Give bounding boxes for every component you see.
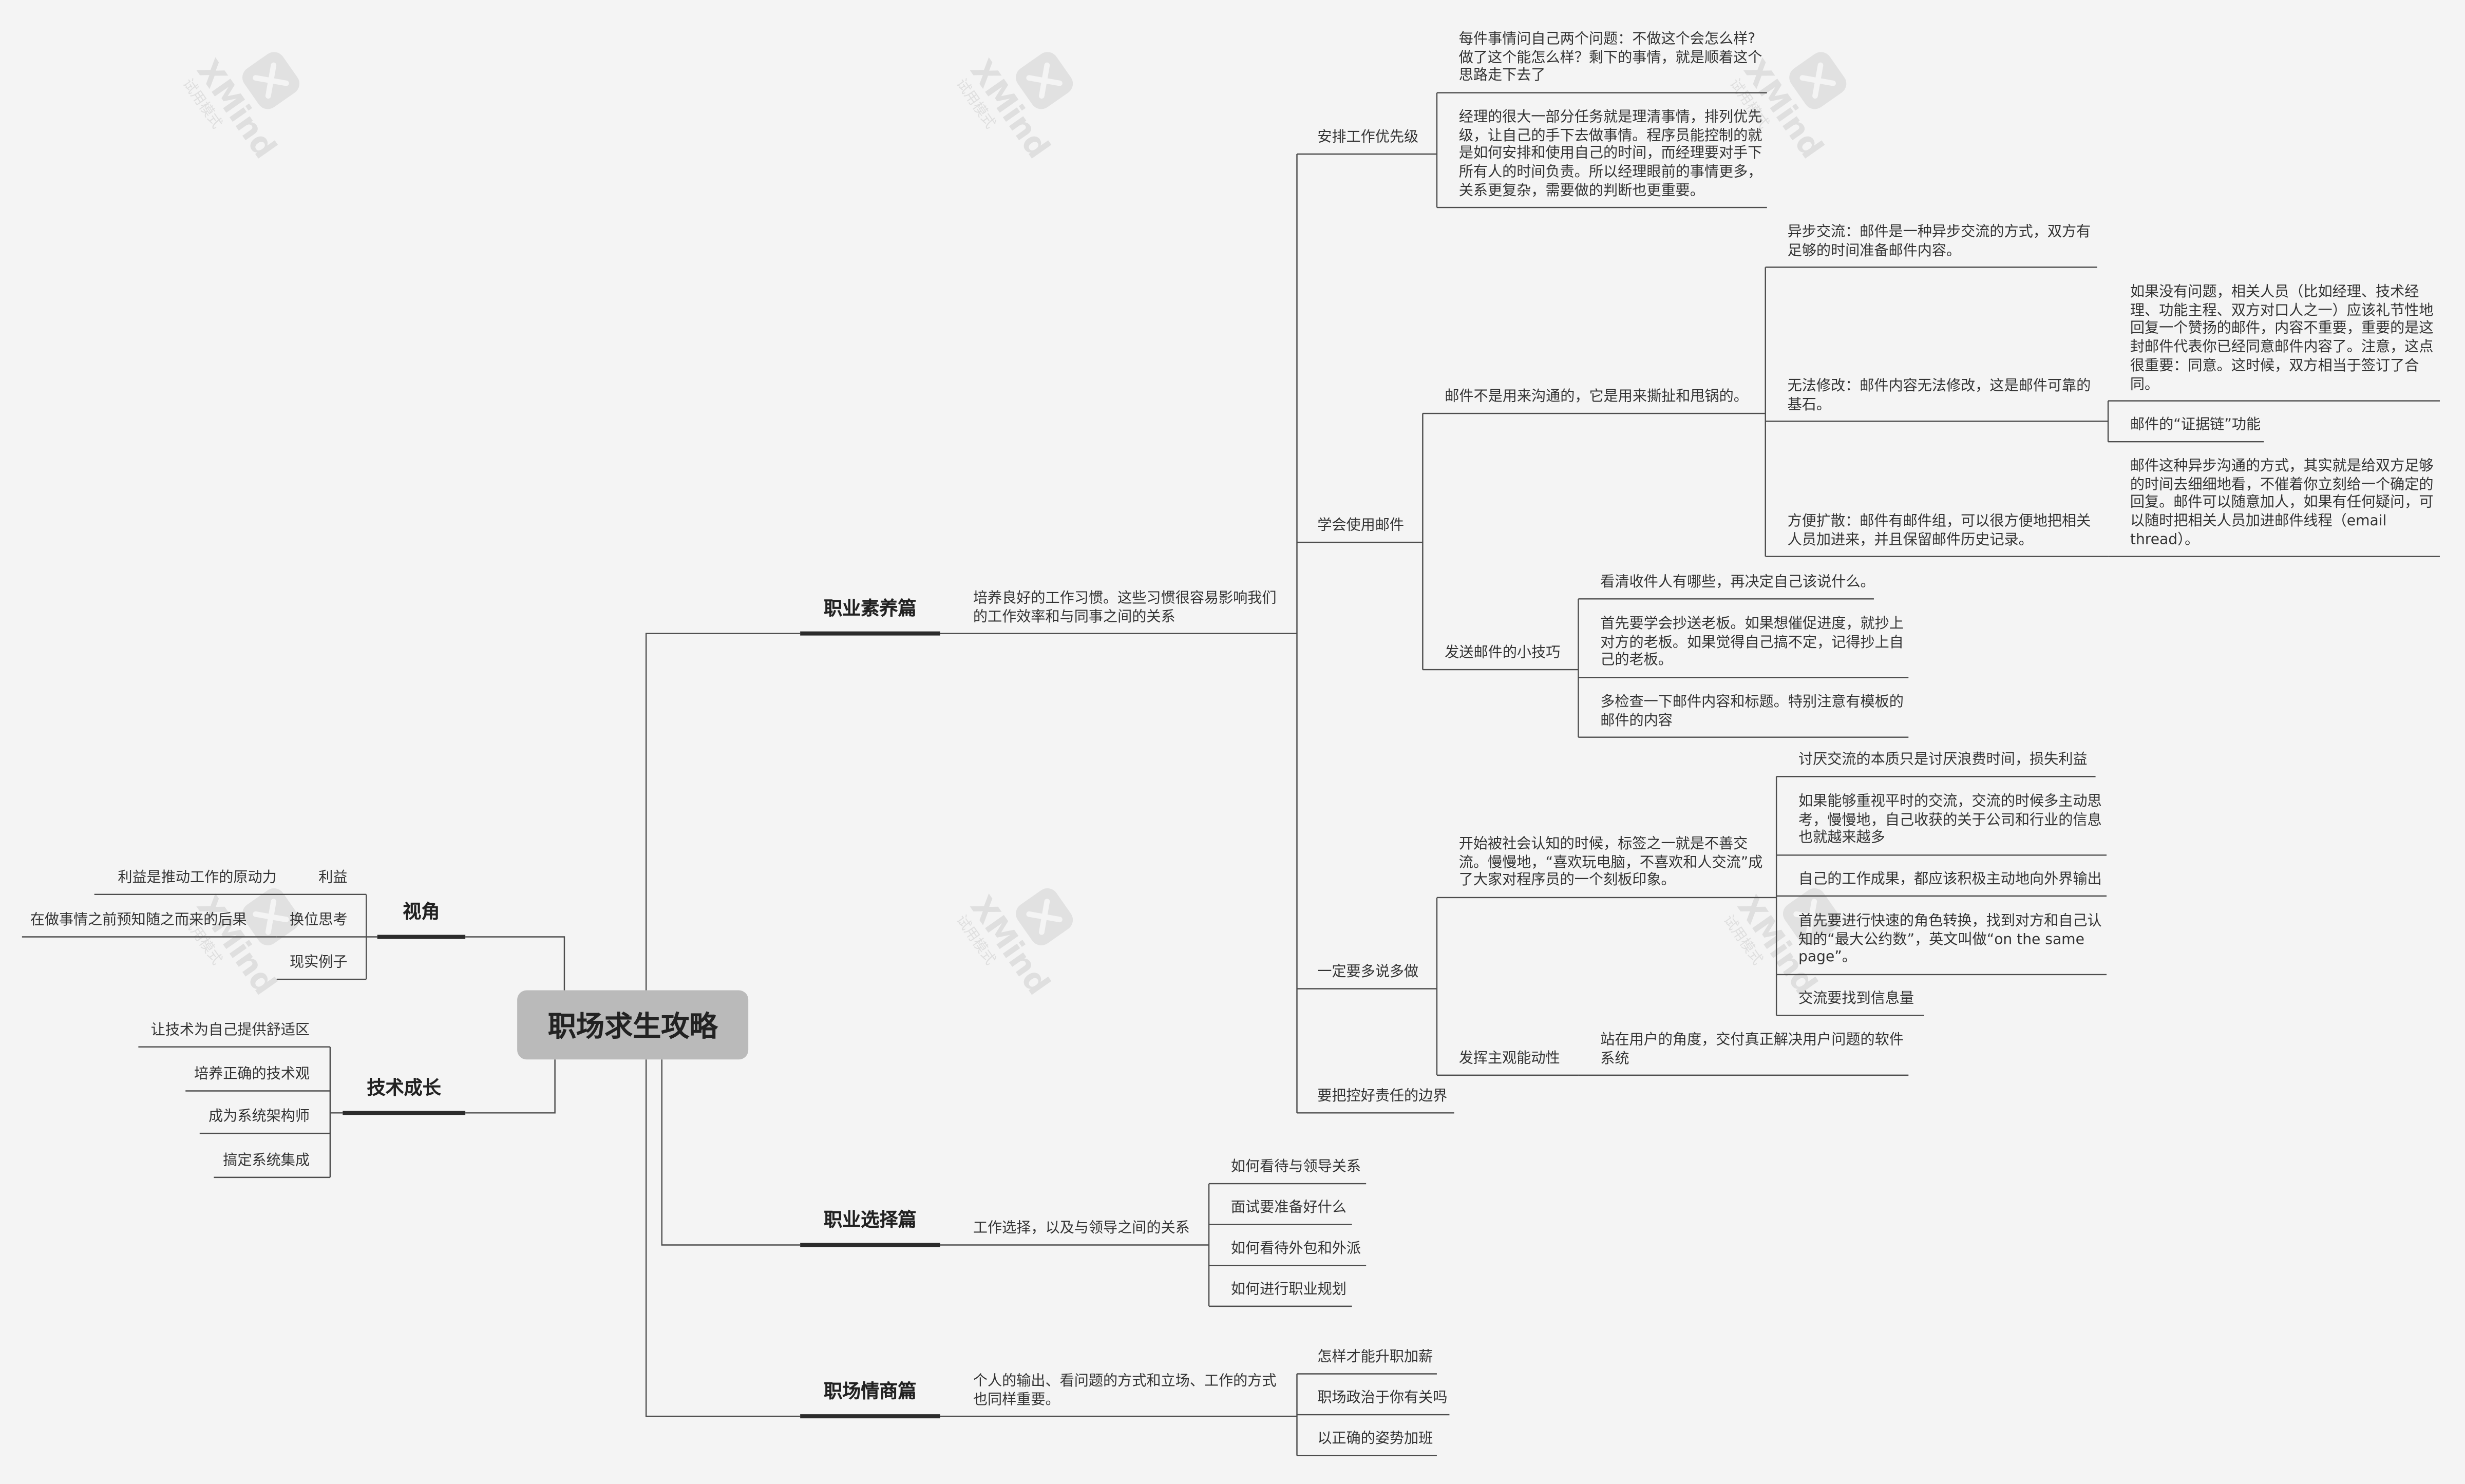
topic-workplace-eq: 职场情商篇: [824, 1380, 917, 1402]
subtopic-priority: 安排工作优先级: [1317, 129, 1419, 146]
connector: [465, 1059, 556, 1114]
stereotype-item: 首先要进行快速的角色转换，找到对方和自己认 知的“最大公约数”，英文叫做“on …: [1798, 912, 2102, 967]
email-immutable-evidence: 邮件的“证据链”功能: [2130, 416, 2261, 434]
email-spread: 方便扩散：邮件有邮件组，可以很方便地把相关 人员加进来，并且保留邮件历史记录。: [1787, 512, 2091, 549]
tech-growth-item: 让技术为自己提供舒适区: [150, 1021, 310, 1039]
email-immutable-agreement: 如果没有问题，相关人员（比如经理、技术经 理、功能主程、双方对口人之一）应该礼节…: [2130, 283, 2434, 393]
email-tip-item: 看清收件人有哪些，再决定自己该说什么。: [1600, 574, 1875, 592]
perspective-item: 换位思考: [290, 911, 348, 929]
career-quality-summary: 培养良好的工作习惯。这些习惯很容易影响我们 的工作效率和与同事之间的关系: [973, 589, 1277, 626]
perspective-item-detail: 在做事情之前预知随之而来的后果: [30, 911, 247, 929]
perspective-item: 利益: [318, 869, 348, 887]
tech-growth-item: 成为系统架构师: [208, 1108, 310, 1126]
root-topic-title: 职场求生攻略: [547, 1011, 718, 1044]
perspective-item-detail: 利益是推动工作的原动力: [118, 869, 277, 887]
communicate-stereotype: 开始被社会认知的时候，标签之一就是不善交 流。慢慢地，“喜欢玩电脑，不喜欢和人交…: [1458, 835, 1763, 890]
workplace-eq-item: 以正确的姿势加班: [1317, 1430, 1433, 1448]
stereotype-item: 交流要找到信息量: [1798, 990, 1914, 1008]
topic-perspective: 视角: [403, 901, 440, 923]
career-choice-item: 如何看待外包和外派: [1230, 1240, 1361, 1258]
email-spread-detail: 邮件这种异步沟通的方式，其实就是给双方足够 的时间去细细地看，不催着你立刻给一个…: [2130, 458, 2434, 549]
workplace-eq-summary: 个人的输出、看问题的方式和立场、工作的方式 也同样重要。: [973, 1373, 1277, 1409]
xmind-logo-icon: [238, 47, 304, 113]
initiative-detail: 站在用户的角度，交付真正解决用户问题的软件 系统: [1600, 1032, 1904, 1068]
subtopic-email: 学会使用邮件: [1317, 517, 1405, 535]
career-choice-summary: 工作选择，以及与领导之间的关系: [973, 1220, 1190, 1238]
topic-tech-growth: 技术成长: [367, 1076, 441, 1099]
email-async: 异步交流：邮件是一种异步交流的方式，双方有 足够的时间准备邮件内容。: [1787, 223, 2091, 260]
email-tip-item: 首先要学会抄送老板。如果想催促进度，就抄上 对方的老板。如果觉得自己搞不定，记得…: [1600, 615, 1904, 670]
connector: [645, 633, 801, 991]
connector: [465, 936, 565, 991]
workplace-eq-item: 职场政治于你有关吗: [1317, 1390, 1448, 1407]
stereotype-item: 自己的工作成果，都应该积极主动地向外界输出: [1798, 870, 2102, 888]
priority-note: 每件事情问自己两个问题：不做这个会怎么样? 做了这个能怎么样？剩下的事情，就是顺…: [1458, 30, 1762, 85]
email-tip-item: 多检查一下邮件内容和标题。特别注意有模板的 邮件的内容: [1600, 693, 1904, 730]
tech-growth-item: 搞定系统集成: [223, 1152, 310, 1170]
email-immutable: 无法修改：邮件内容无法修改，这是邮件可靠的 基石。: [1787, 377, 2091, 414]
connector: [645, 1059, 801, 1417]
topic-career-choice: 职业选择篇: [824, 1209, 917, 1231]
career-choice-item: 面试要准备好什么: [1230, 1199, 1347, 1217]
xmind-logo-icon: [1778, 884, 1845, 950]
perspective-item: 现实例子: [290, 954, 348, 972]
priority-note: 经理的很大一部分任务就是理清事情，排列优先 级，让自己的手下去做事情。程序员能控…: [1458, 108, 1762, 200]
xmind-logo-icon: [1785, 47, 1851, 113]
stereotype-item: 如果能够重视平时的交流，交流的时候多主动思 考，慢慢地，自己收获的关于公司和行业…: [1798, 793, 2102, 847]
subtopic-communicate: 一定要多说多做: [1317, 963, 1419, 981]
xmind-logo-icon: [1011, 47, 1077, 113]
xmind-logo-icon: [238, 884, 304, 950]
stereotype-item: 讨厌交流的本质只是讨厌浪费时间，损失利益: [1798, 751, 2088, 769]
tech-growth-item: 培养正确的技术观: [194, 1066, 310, 1083]
xmind-logo-icon: [1011, 884, 1077, 950]
career-choice-item: 如何进行职业规划: [1230, 1281, 1347, 1299]
communicate-initiative: 发挥主观能动性: [1458, 1050, 1560, 1068]
root-topic: 职场求生攻略: [517, 990, 749, 1060]
career-choice-item: 如何看待与领导关系: [1230, 1158, 1361, 1176]
email-tips: 发送邮件的小技巧: [1445, 644, 1561, 662]
subtopic-boundary: 要把控好责任的边界: [1317, 1088, 1448, 1106]
workplace-eq-item: 怎样才能升职加薪: [1317, 1348, 1433, 1366]
email-purpose: 邮件不是用来沟通的，它是用来撕扯和甩锅的。: [1445, 388, 1748, 406]
connector: [661, 1059, 801, 1246]
topic-career-quality: 职业素养篇: [824, 597, 917, 620]
